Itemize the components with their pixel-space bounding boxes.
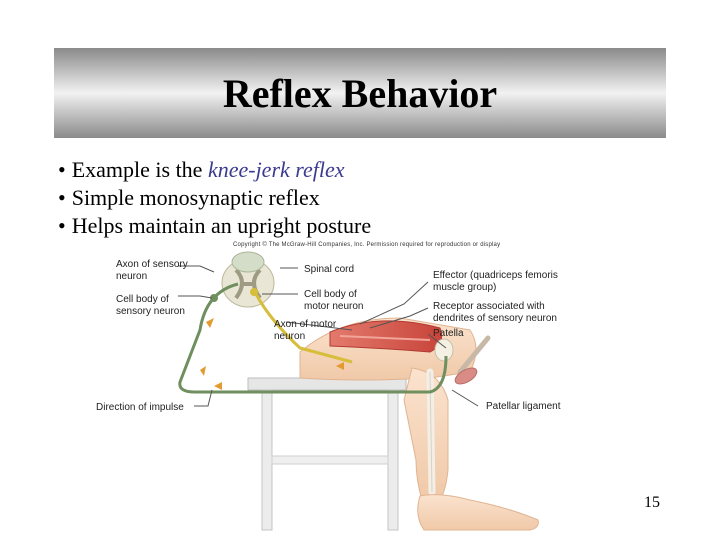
bullet-list: •Example is the knee-jerk reflex •Simple… <box>58 156 371 240</box>
label-axon-motor: Axon of motor neuron <box>274 319 337 342</box>
label-receptor: Receptor associated with dendrites of se… <box>433 301 557 324</box>
label-patella: Patella <box>433 328 464 339</box>
label-axon-sensory: Axon of sensory neuron <box>116 259 188 282</box>
slide-title: Reflex Behavior <box>222 70 498 116</box>
neuron-pathways <box>178 282 448 394</box>
stool <box>247 377 407 531</box>
title-bar: Reflex Behavior <box>54 48 666 138</box>
label-cell-body-motor: Cell body of motor neuron <box>304 289 364 312</box>
motor-cell-body <box>250 288 258 296</box>
emphasis-text: knee-jerk reflex <box>207 157 345 182</box>
bullet-item: •Simple monosynaptic reflex <box>58 185 320 210</box>
leader-lines <box>178 265 479 407</box>
reflex-hammer <box>457 335 491 375</box>
impulse-arrow <box>206 318 214 328</box>
impulse-arrow <box>336 362 344 370</box>
page-number: 15 <box>644 494 660 511</box>
label-cell-body-sensory: Cell body of sensory neuron <box>116 294 185 317</box>
copyright-notice: Copyright © The McGraw-Hill Companies, I… <box>233 242 501 248</box>
bullet-item: •Example is the knee-jerk reflex <box>58 157 345 182</box>
patella-bone <box>434 338 454 362</box>
impulse-arrow <box>200 366 206 376</box>
impulse-arrow <box>214 382 222 390</box>
spinal-cord-section <box>221 251 275 308</box>
sensory-cell-body <box>210 294 218 302</box>
bullet-item: •Helps maintain an upright posture <box>58 213 372 238</box>
label-spinal-cord: Spinal cord <box>304 264 355 275</box>
label-direction-of-impulse: Direction of impulse <box>96 402 184 413</box>
label-effector: Effector (quadriceps femoris muscle grou… <box>433 270 558 293</box>
label-patellar-ligament: Patellar ligament <box>486 401 561 412</box>
leg-illustration <box>299 317 539 531</box>
